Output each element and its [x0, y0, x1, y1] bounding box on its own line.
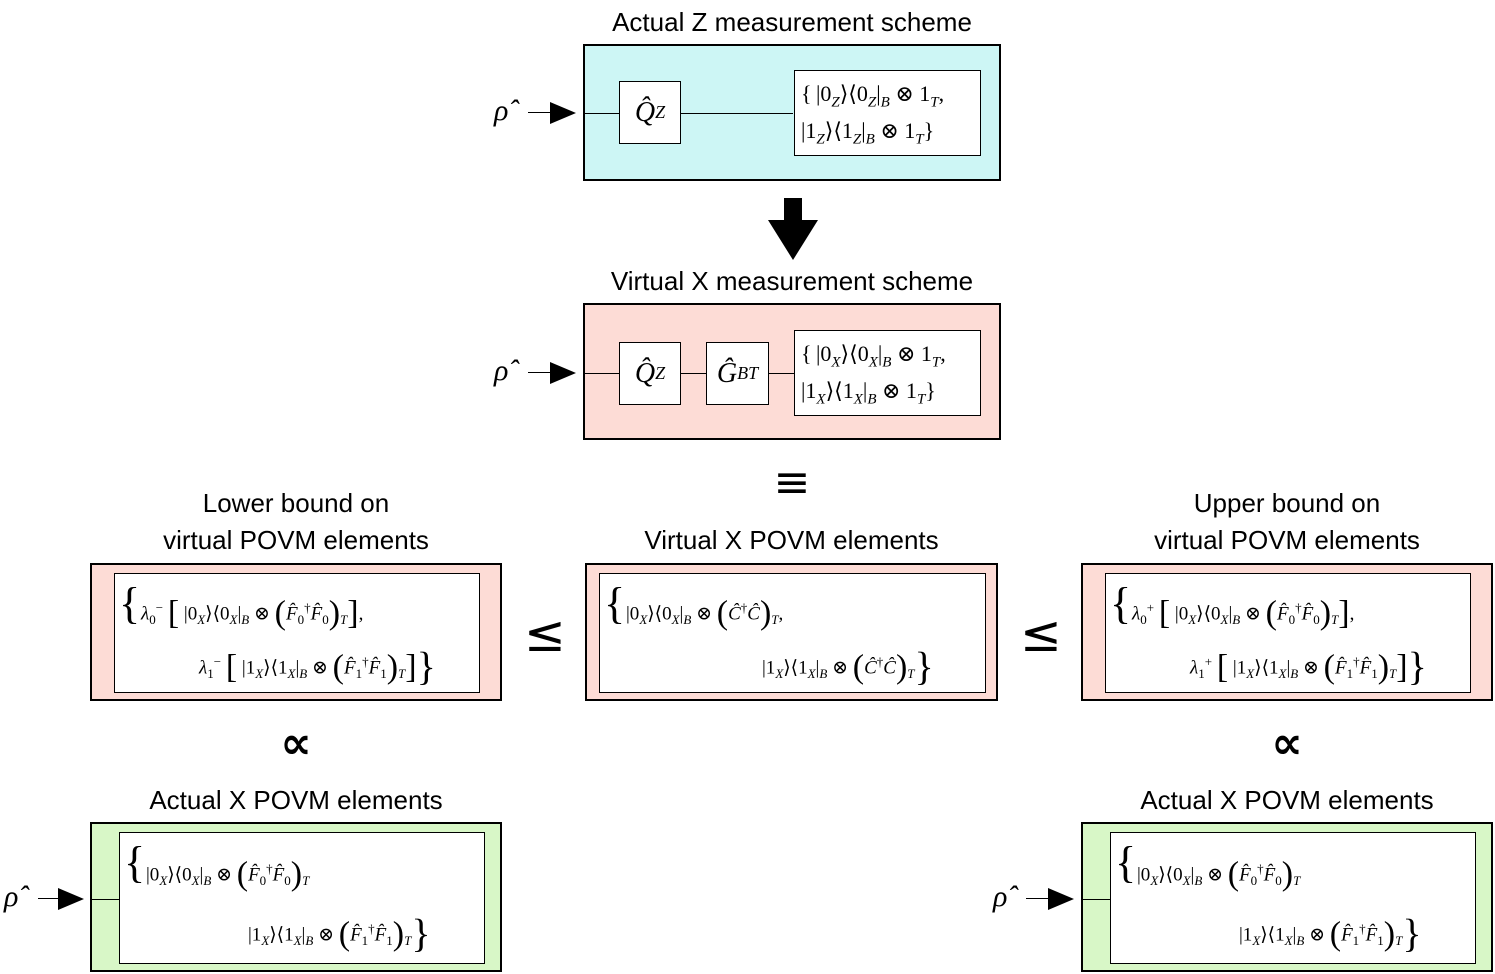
upper-bound-title-line2: virtual POVM elements: [1154, 525, 1420, 555]
input-arrow-z: [550, 102, 576, 124]
lower-bound-title-line2: virtual POVM elements: [163, 525, 429, 555]
lower-left-brace: {: [119, 579, 141, 628]
x-povm-line2: |1X⟩⟨1X|B ⊗ 1T}: [801, 378, 936, 408]
actual-left-line2: |1X⟩⟨1X|B ⊗ (F̂1†F̂1)T}: [248, 910, 431, 956]
wire-z-1: [585, 113, 793, 114]
leq-symbol-right: ≤: [1020, 605, 1062, 663]
actual-x-left-box: { |0X⟩⟨0X|B ⊗ (F̂0†F̂0)T |1X⟩⟨1X|B ⊗ (F̂…: [90, 822, 502, 972]
z-povm-inner-box: { |0Z⟩⟨0Z|B ⊗ 1T, |1Z⟩⟨1Z|B ⊗ 1T}: [794, 70, 981, 156]
z-povm-line2: |1Z⟩⟨1Z|B ⊗ 1T}: [801, 118, 935, 148]
lower-bound-title-line1: Lower bound on: [202, 488, 390, 518]
input-line-z: [528, 112, 552, 113]
actual-x-right-title: Actual X POVM elements: [1140, 785, 1434, 815]
propto-symbol-right: ∝: [1271, 718, 1303, 769]
upper-bound-title-line1: Upper bound on: [1193, 488, 1381, 518]
lower-bound-inner-box: { λ0− [ |0X⟩⟨0X|B ⊗ (F̂0†F̂0)T], λ1− [ |…: [114, 573, 480, 693]
lower-bound-box: { λ0− [ |0X⟩⟨0X|B ⊗ (F̂0†F̂0)T], λ1− [ |…: [90, 563, 502, 701]
actual-left-brace: {: [124, 838, 146, 887]
input-arrow-actual-left: [58, 888, 84, 910]
lower-line1: λ0− [ |0X⟩⟨0X|B ⊗ (F̂0†F̂0)T],: [141, 594, 364, 632]
virtual-line1: |0X⟩⟨0X|B ⊗ (Ĉ†Ĉ)T,: [626, 594, 784, 632]
actual-x-left-title: Actual X POVM elements: [149, 785, 443, 815]
virtual-x-title: Virtual X measurement scheme: [610, 266, 974, 296]
actual-x-left-inner-box: { |0X⟩⟨0X|B ⊗ (F̂0†F̂0)T |1X⟩⟨1X|B ⊗ (F̂…: [119, 832, 485, 964]
wire-actual-left: [92, 899, 120, 900]
input-arrow-virtual: [550, 362, 576, 384]
upper-line2: λ1+ [ |1X⟩⟨1X|B ⊗ (F̂1†F̂1)T]}: [1190, 643, 1427, 689]
leq-symbol-left: ≤: [524, 605, 566, 663]
wire-virtual-1: [585, 373, 795, 374]
virtual-line2: |1X⟩⟨1X|B ⊗ (Ĉ†Ĉ)T}: [762, 643, 934, 689]
actual-x-right-box: { |0X⟩⟨0X|B ⊗ (F̂0†F̂0)T |1X⟩⟨1X|B ⊗ (F̂…: [1081, 822, 1493, 972]
virtual-povm-title: Virtual X POVM elements: [644, 525, 939, 555]
actual-left-line1: |0X⟩⟨0X|B ⊗ (F̂0†F̂0)T: [146, 855, 310, 893]
input-line-actual-right: [1026, 898, 1050, 899]
upper-bound-box: { λ0+ [ |0X⟩⟨0X|B ⊗ (F̂0†F̂0)T], λ1+ [ |…: [1081, 563, 1493, 701]
virtual-povm-inner-box: { |0X⟩⟨0X|B ⊗ (Ĉ†Ĉ)T, |1X⟩⟨1X|B ⊗ (Ĉ†Ĉ)T…: [599, 573, 986, 693]
virtual-povm-box: { |0X⟩⟨0X|B ⊗ (Ĉ†Ĉ)T, |1X⟩⟨1X|B ⊗ (Ĉ†Ĉ)T…: [585, 563, 998, 701]
qz-gate: Q̂Z: [619, 81, 681, 144]
actual-right-line2: |1X⟩⟨1X|B ⊗ (F̂1†F̂1)T}: [1239, 910, 1422, 956]
actual-x-right-inner-box: { |0X⟩⟨0X|B ⊗ (F̂0†F̂0)T |1X⟩⟨1X|B ⊗ (F̂…: [1110, 832, 1476, 964]
actual-right-line1: |0X⟩⟨0X|B ⊗ (F̂0†F̂0)T: [1137, 855, 1301, 893]
upper-bound-inner-box: { λ0+ [ |0X⟩⟨0X|B ⊗ (F̂0†F̂0)T], λ1+ [ |…: [1105, 573, 1471, 693]
lower-line2: λ1− [ |1X⟩⟨1X|B ⊗ (F̂1†F̂1)T]}: [199, 643, 436, 689]
actual-right-brace: {: [1115, 838, 1137, 887]
rho-input-actual-left: ρ̂: [4, 880, 19, 913]
rho-input-virtual: ρ̂: [494, 354, 509, 387]
z-povm-line1: { |0Z⟩⟨0Z|B ⊗ 1T,: [801, 81, 945, 111]
upper-left-brace: {: [1110, 579, 1132, 628]
input-line-virtual: [528, 372, 552, 373]
input-arrow-actual-right: [1048, 888, 1074, 910]
down-arrow-icon: [768, 198, 818, 260]
wire-actual-right: [1083, 899, 1111, 900]
qz-gate-virtual: Q̂Z: [619, 342, 681, 405]
upper-line1: λ0+ [ |0X⟩⟨0X|B ⊗ (F̂0†F̂0)T],: [1132, 594, 1355, 632]
input-line-actual-left: [38, 898, 62, 899]
rho-input-actual-right: ρ̂: [993, 880, 1008, 913]
equiv-symbol: ≡: [773, 457, 811, 508]
rho-input-z: ρ̂: [494, 94, 509, 127]
propto-symbol-left: ∝: [280, 718, 312, 769]
actual-z-title: Actual Z measurement scheme: [612, 7, 972, 37]
virtual-left-brace: {: [604, 579, 626, 628]
actual-z-scheme-box: Q̂Z { |0Z⟩⟨0Z|B ⊗ 1T, |1Z⟩⟨1Z|B ⊗ 1T}: [583, 44, 1001, 181]
x-povm-line1: { |0X⟩⟨0X|B ⊗ 1T,: [801, 341, 946, 371]
x-povm-inner-box: { |0X⟩⟨0X|B ⊗ 1T, |1X⟩⟨1X|B ⊗ 1T}: [794, 330, 981, 416]
